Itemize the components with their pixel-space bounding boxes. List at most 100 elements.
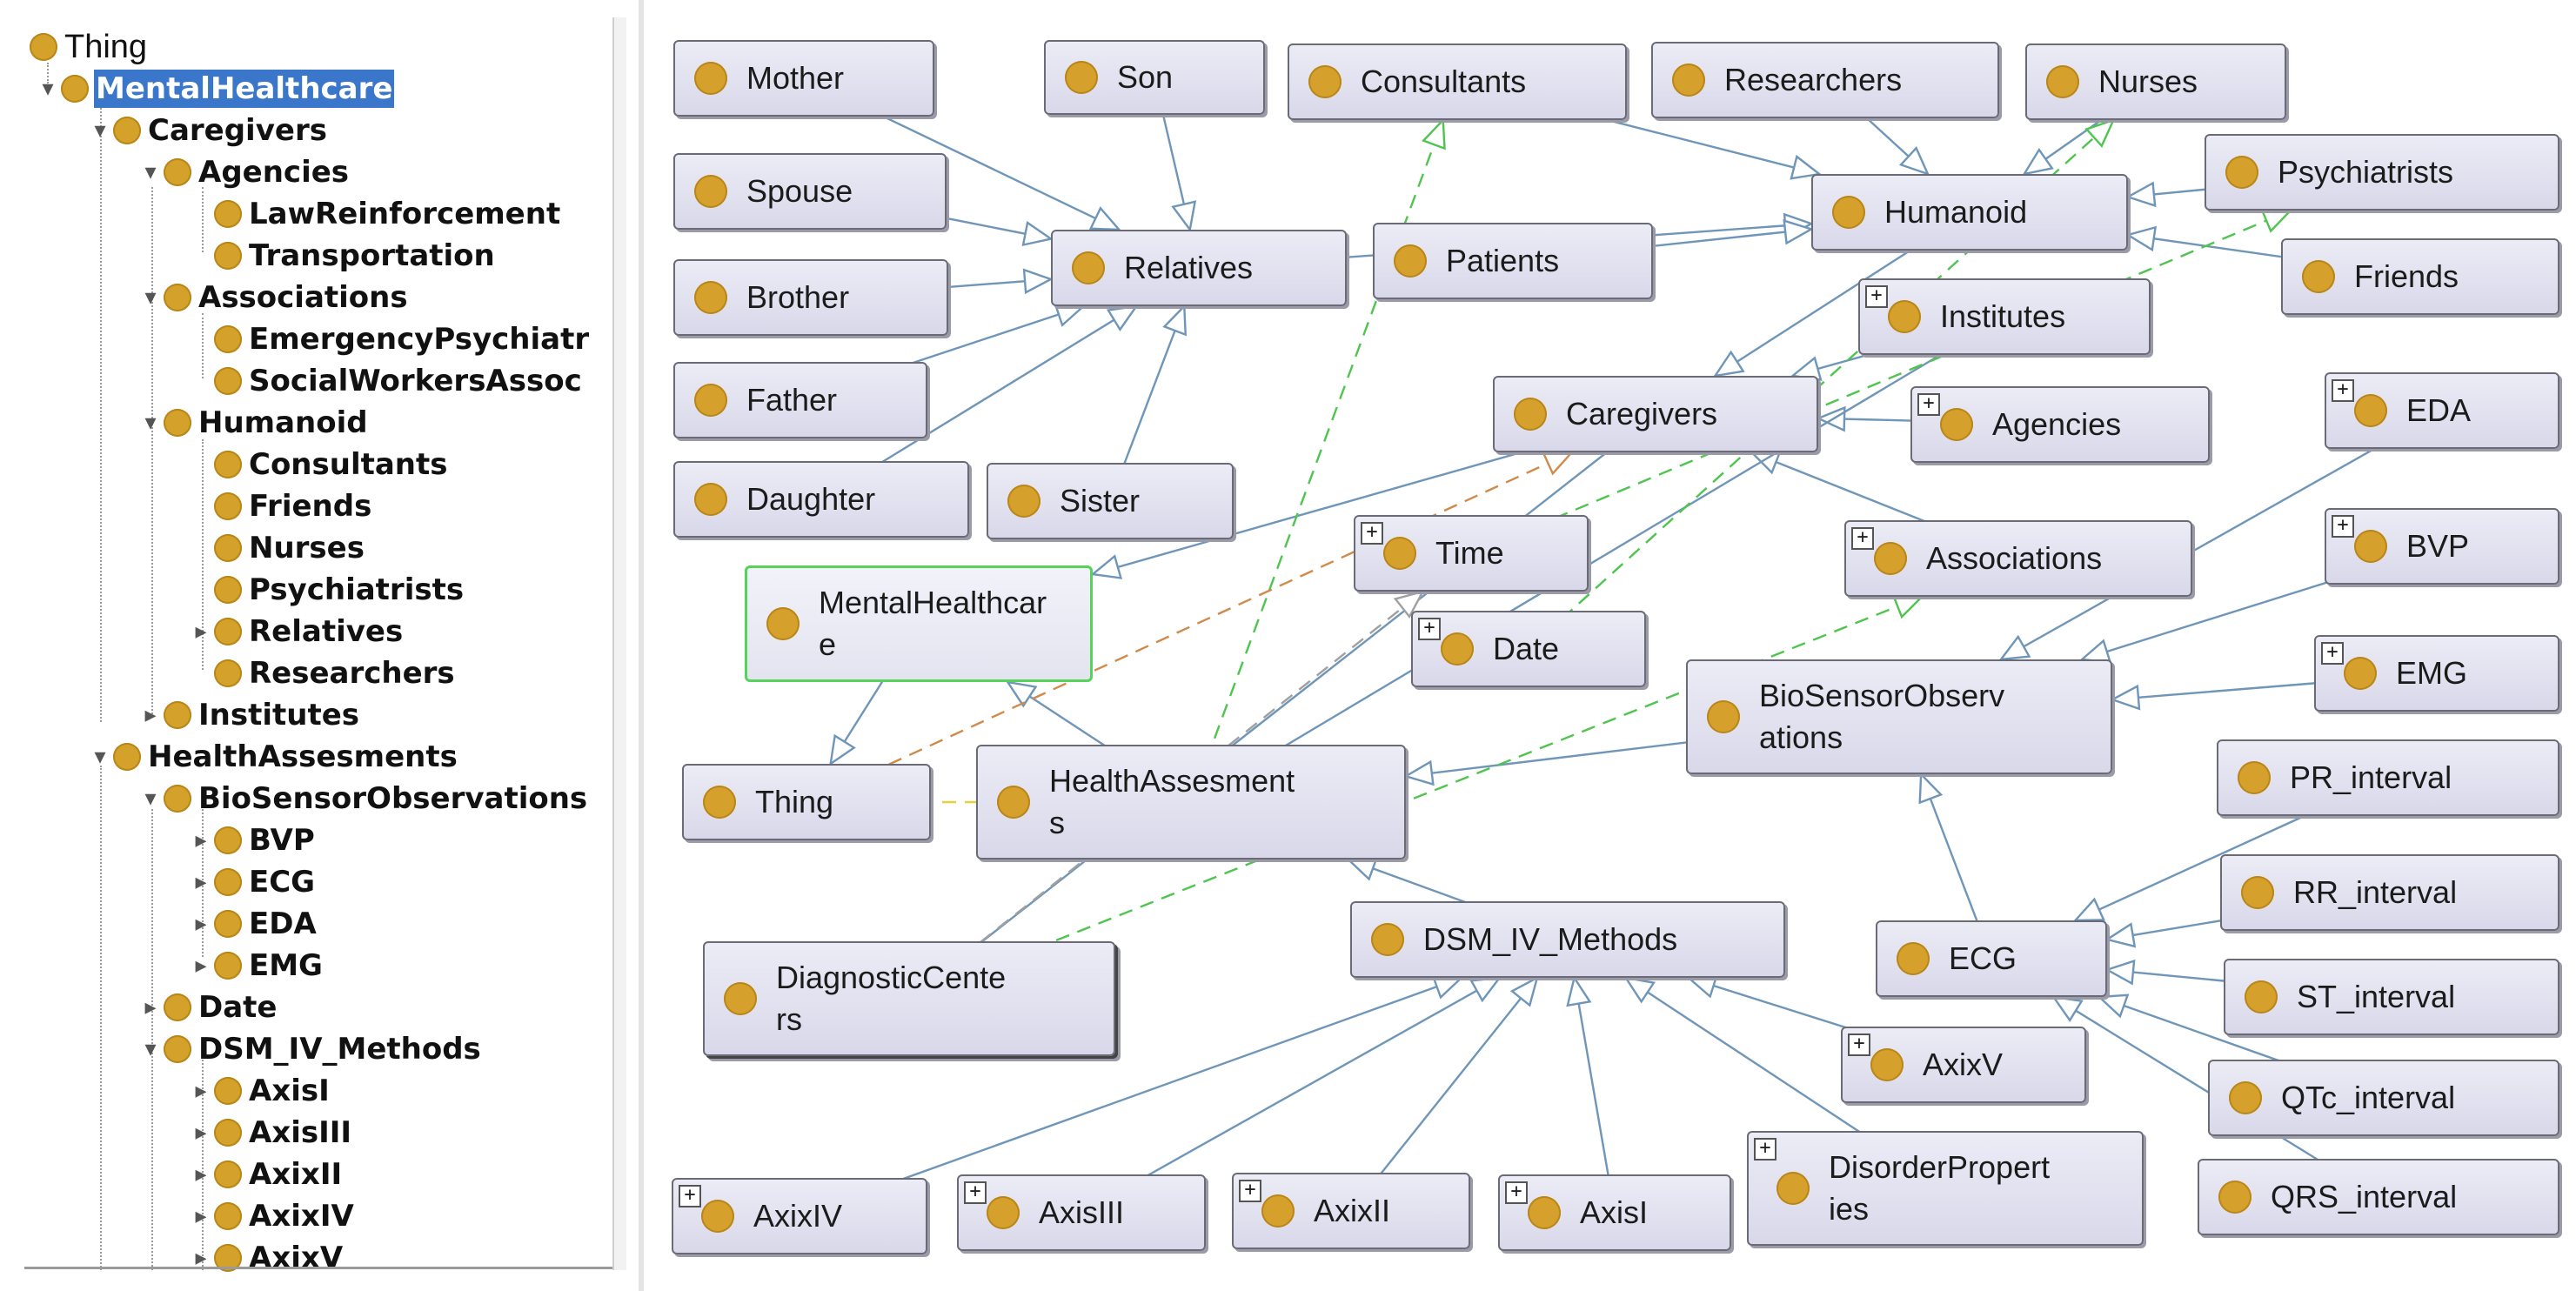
expand-node-icon[interactable]: + [964,1181,987,1204]
expand-node-icon[interactable]: + [1851,527,1874,550]
pane-splitter[interactable] [639,0,644,1291]
node-son[interactable]: Son [1044,40,1265,115]
tree-item-bvp[interactable]: ▸ BVP [188,821,317,860]
tree-item-eda[interactable]: ▸ EDA [188,905,318,943]
collapse-toggle-icon[interactable]: ▸ [195,1203,207,1229]
expand-node-icon[interactable]: + [1754,1138,1776,1161]
node-mother[interactable]: Mother [673,40,934,117]
collapse-toggle-icon[interactable]: ▸ [144,702,157,728]
tree-item-caregivers[interactable]: ▾ Caregivers [87,111,329,150]
expand-node-icon[interactable]: + [1917,393,1940,416]
node-sister[interactable]: Sister [987,463,1234,539]
collapse-toggle-icon[interactable]: ▸ [195,869,207,895]
node-mentalhealthcare[interactable]: MentalHealthcar e [745,565,1093,682]
tree-item-axisiii[interactable]: ▸ AxisIII [188,1114,353,1152]
node-thing[interactable]: Thing [682,764,931,840]
node-patients[interactable]: Patients [1373,223,1653,299]
collapse-toggle-icon[interactable]: ▸ [195,827,207,853]
tree-item-researchers[interactable]: Researchers [214,654,457,692]
collapse-toggle-icon[interactable]: ▸ [195,619,207,645]
tree-item-friends[interactable]: Friends [214,487,373,525]
tree-item-socialworkersassoc[interactable]: SocialWorkersAssoc [214,362,584,400]
collapse-toggle-icon[interactable]: ▸ [195,911,207,937]
collapse-toggle-icon[interactable]: ▸ [195,1161,207,1187]
expand-node-icon[interactable]: + [1361,522,1383,545]
collapse-toggle-icon[interactable]: ▸ [195,1245,207,1271]
node-axixiv[interactable]: +AxixIV [672,1178,927,1254]
expand-toggle-icon[interactable]: ▾ [144,410,157,436]
collapse-toggle-icon[interactable]: ▸ [144,994,157,1020]
expand-node-icon[interactable]: + [1848,1033,1870,1056]
node-institutes[interactable]: +Institutes [1858,278,2151,355]
node-friends[interactable]: Friends [2281,238,2559,315]
node-st-interval[interactable]: ST_interval [2224,959,2559,1035]
expand-toggle-icon[interactable]: ▾ [94,744,106,770]
node-spouse[interactable]: Spouse [673,153,947,230]
node-healthassesments[interactable]: HealthAssesment s [976,745,1406,860]
node-daughter[interactable]: Daughter [673,461,969,538]
node-pr-interval[interactable]: PR_interval [2217,739,2559,816]
tree-item-lawreinforcement[interactable]: LawReinforcement [214,195,562,233]
expand-node-icon[interactable]: + [2332,379,2354,402]
node-qrs-interval[interactable]: QRS_interval [2198,1159,2559,1235]
tree-item-emg[interactable]: ▸ EMG [188,947,325,985]
node-diagnosticcenters[interactable]: DiagnosticCente rs [703,941,1115,1056]
expand-toggle-icon[interactable]: ▾ [42,76,54,102]
node-father[interactable]: Father [673,362,927,438]
node-disorderproperties[interactable]: +DisorderPropert ies [1747,1131,2144,1246]
node-researchers[interactable]: Researchers [1651,42,1999,118]
tree-item-humanoid[interactable]: ▾ Humanoid [137,404,370,442]
tree-scrollbar[interactable] [612,17,626,1270]
expand-toggle-icon[interactable]: ▾ [144,1036,157,1062]
collapse-toggle-icon[interactable]: ▸ [195,953,207,979]
collapse-toggle-icon[interactable]: ▸ [195,1078,207,1104]
node-axisiii[interactable]: +AxisIII [957,1174,1206,1251]
expand-node-icon[interactable]: + [1505,1181,1528,1204]
tree-item-transportation[interactable]: Transportation [214,237,497,275]
expand-node-icon[interactable]: + [2332,515,2354,538]
node-ecg[interactable]: ECG [1876,920,2107,997]
node-date[interactable]: +Date [1411,611,1646,687]
tree-item-nurses[interactable]: Nurses [214,529,366,567]
node-emg[interactable]: +EMG [2314,635,2559,712]
class-hierarchy-tree[interactable]: Thing ▾ MentalHealthcare ▾ Caregivers ▾ … [0,0,626,1291]
node-axixv[interactable]: +AxixV [1841,1027,2086,1103]
node-axixii[interactable]: +AxixII [1232,1173,1470,1249]
tree-item-axisi[interactable]: ▸ AxisI [188,1072,331,1110]
tree-item-agencies[interactable]: ▾ Agencies [137,153,351,191]
expand-node-icon[interactable]: + [2321,642,2344,665]
node-eda[interactable]: +EDA [2325,372,2559,449]
tree-item-associations[interactable]: ▾ Associations [137,278,410,317]
tree-item-institutes[interactable]: ▸ Institutes [137,696,361,734]
node-brother[interactable]: Brother [673,259,948,336]
tree-item-mentalhealthcare[interactable]: ▾ MentalHealthcare [35,70,395,108]
node-psychiatrists[interactable]: Psychiatrists [2205,134,2559,211]
node-rr-interval[interactable]: RR_interval [2220,854,2559,931]
collapse-toggle-icon[interactable]: ▸ [195,1120,207,1146]
node-biosensorobservations[interactable]: BioSensorObserv ations [1686,659,2112,774]
tree-item-emergencypsychiatr[interactable]: EmergencyPsychiatr [214,320,591,358]
expand-toggle-icon[interactable]: ▾ [144,786,157,812]
node-humanoid[interactable]: Humanoid [1811,174,2128,251]
expand-node-icon[interactable]: + [679,1185,701,1207]
ontology-graph-canvas[interactable]: Mother Son Consultants Researchers Nurse… [639,0,2576,1291]
tree-item-biosensorobservations[interactable]: ▾ BioSensorObservations [137,779,589,818]
tree-item-axixv[interactable]: ▸ AxixV [188,1239,345,1277]
expand-toggle-icon[interactable]: ▾ [144,159,157,185]
node-consultants[interactable]: Consultants [1288,43,1627,120]
tree-item-axixii[interactable]: ▸ AxixII [188,1155,344,1194]
node-relatives[interactable]: Relatives [1051,230,1347,306]
tree-item-consultants[interactable]: Consultants [214,445,450,484]
expand-node-icon[interactable]: + [1418,618,1441,640]
node-bvp[interactable]: +BVP [2325,508,2559,585]
expand-node-icon[interactable]: + [1239,1180,1261,1202]
expand-toggle-icon[interactable]: ▾ [94,117,106,144]
node-time[interactable]: +Time [1354,515,1589,592]
tree-item-ecg[interactable]: ▸ ECG [188,863,317,901]
tree-item-thing[interactable]: Thing [30,28,149,66]
node-qtc-interval[interactable]: QTc_interval [2208,1060,2559,1136]
expand-toggle-icon[interactable]: ▾ [144,284,157,311]
node-associations[interactable]: +Associations [1844,520,2192,597]
tree-item-dsm-iv-methods[interactable]: ▾ DSM_IV_Methods [137,1030,483,1068]
expand-node-icon[interactable]: + [1865,285,1888,308]
